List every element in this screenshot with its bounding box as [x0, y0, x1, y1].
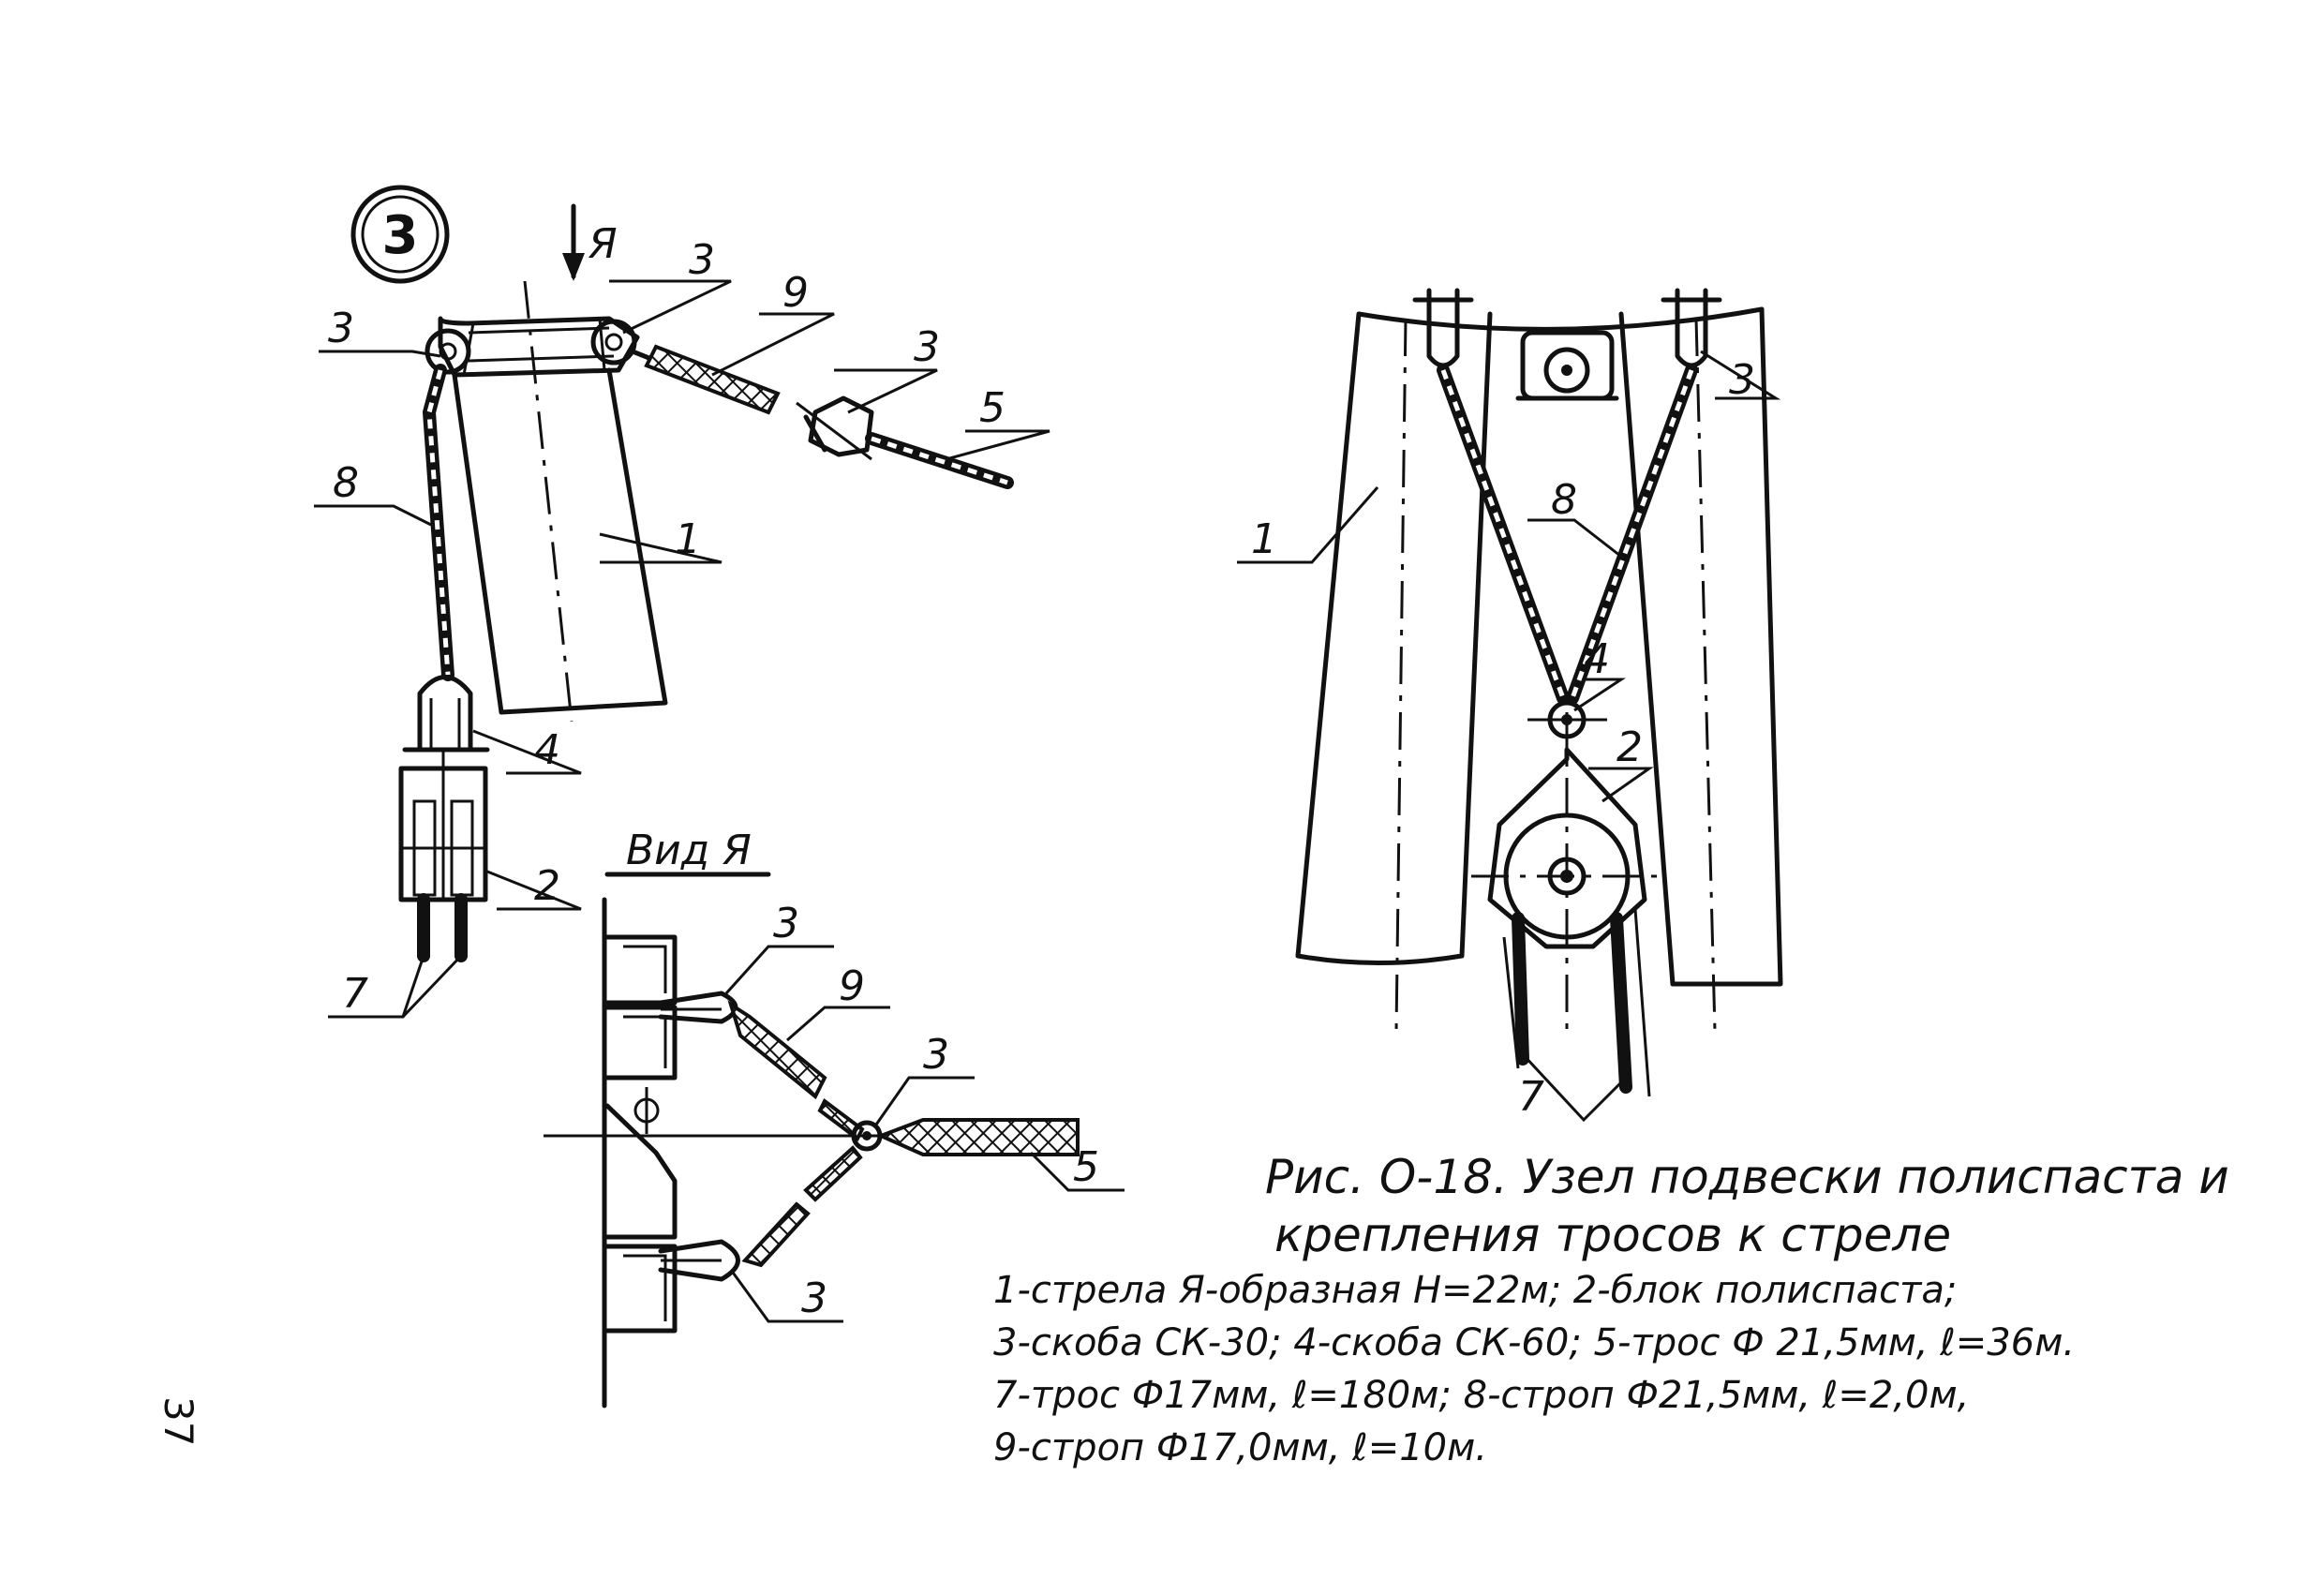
label-3b: 3: [689, 236, 715, 284]
label-7: 7: [342, 970, 368, 1018]
caption-legend-line4: 9-строп Ф17,0мм, ℓ=10м.: [993, 1426, 1488, 1469]
shackle-3-rope: [796, 395, 874, 461]
view-arrow-label: Я: [588, 220, 618, 268]
sling-9: [630, 344, 781, 415]
view-label-5: 5: [1073, 1143, 1099, 1191]
node-number-badge: 3: [350, 185, 450, 284]
shackle-3-right: [590, 319, 637, 365]
label-8: 8: [333, 459, 359, 507]
shackle-4: [402, 675, 490, 753]
page-number: 37: [156, 1396, 201, 1447]
front-label-7: 7: [1518, 1073, 1544, 1121]
sling-8: [422, 364, 454, 681]
node-number: 3: [382, 205, 419, 266]
shackle-3-left: [425, 328, 471, 375]
front-view: 1 3 8 4 2 7: [1237, 288, 1783, 1123]
label-3a: 3: [328, 305, 354, 352]
label-2: 2: [534, 862, 560, 910]
view-label-3b: 3: [923, 1031, 949, 1079]
view-ya: Вид Я 3: [544, 827, 1125, 1409]
view-label-3a: 3: [773, 900, 799, 947]
rope-7-front: [1502, 908, 1651, 1097]
figure-caption: Рис. О-18. Узел подвески полиспаста и кр…: [993, 1148, 2305, 1474]
label-1: 1: [675, 515, 701, 563]
caption-title-line2: крепления тросов к стреле: [1274, 1208, 1952, 1262]
label-3c: 3: [914, 323, 940, 371]
view-arrow: Я: [562, 203, 618, 281]
sling-8-front: [1437, 364, 1698, 705]
caption-legend-line3: 7-трос Ф17мм, ℓ=180м; 8-строп Ф21,5мм, ℓ…: [993, 1374, 1970, 1417]
view-label-3c: 3: [801, 1275, 827, 1322]
front-label-8: 8: [1551, 476, 1577, 524]
label-5: 5: [979, 384, 1006, 432]
front-label-1: 1: [1251, 515, 1277, 563]
label-9: 9: [782, 269, 809, 317]
front-label-3: 3: [1729, 356, 1755, 404]
view-title: Вид Я: [626, 827, 752, 874]
pulley-block-front: [1471, 712, 1668, 1031]
label-4: 4: [534, 726, 560, 774]
front-label-4: 4: [1584, 635, 1610, 683]
front-label-2: 2: [1616, 723, 1643, 771]
caption-legend-line1: 1-стрела Я-образная H=22м; 2-блок полисп…: [993, 1269, 1958, 1312]
rope-5-side: [865, 432, 1014, 489]
view-label-9: 9: [839, 962, 865, 1010]
leaders-side: [314, 279, 1050, 1019]
pulley-block-side: [398, 750, 488, 902]
rope-7-side: [417, 893, 468, 962]
side-view: 3 Я: [314, 185, 1050, 1019]
caption-legend-line2: 3-скоба СК-30; 4-скоба СК-60; 5-трос Ф 2…: [993, 1321, 2076, 1364]
caption-title-line1: Рис. О-18. Узел подвески полиспаста и: [1265, 1150, 2229, 1204]
